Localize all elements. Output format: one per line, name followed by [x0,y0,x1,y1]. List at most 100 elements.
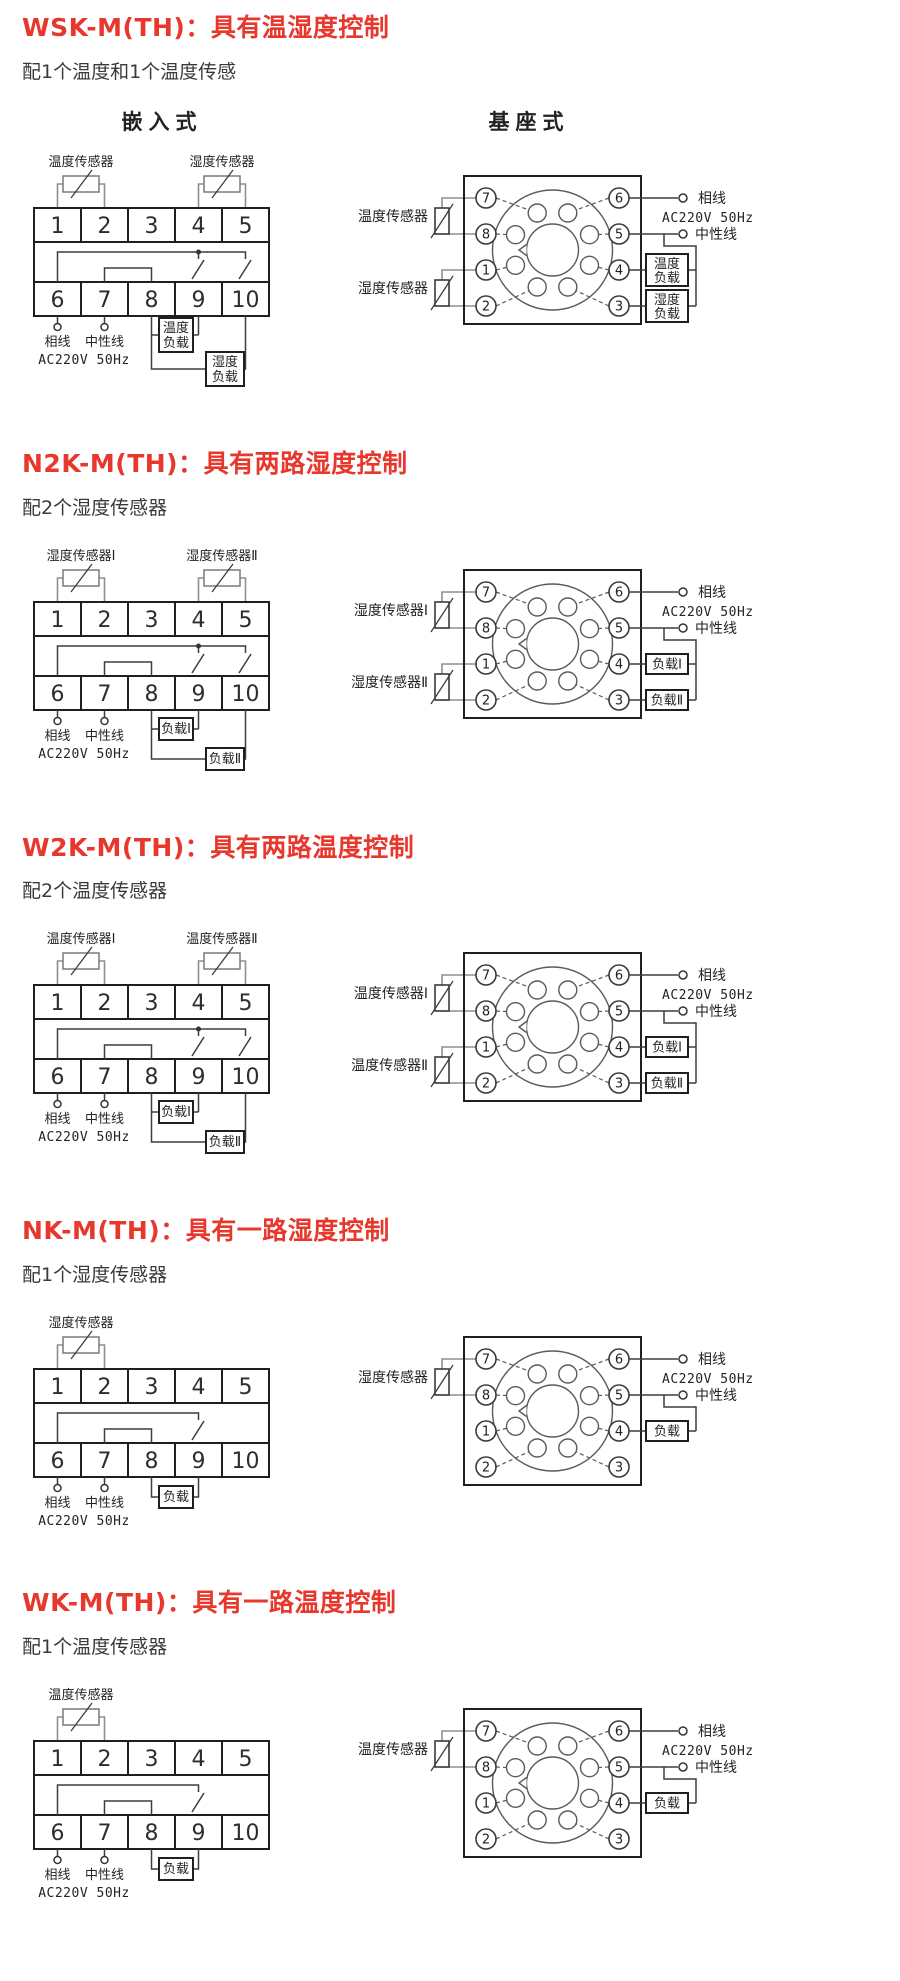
terminal-number: 3 [145,1747,159,1772]
base-wiring-svg: 温度传感器 [358,1707,754,1858]
load-box [158,316,194,353]
model-section: WSK-M(TH)：具有温湿度控制 配1个温度和1个温度传感 嵌入式 基座式 温… [22,13,900,400]
load-box [645,652,689,675]
diagrams-row: 温度传感器Ⅰ 温度传感器Ⅱ [22,925,900,1167]
power-terminal-pins [53,1093,109,1109]
terminal-number: 7 [98,288,112,313]
terminal-number: 7 [482,1353,490,1368]
load-label: 负载Ⅰ [652,1041,682,1056]
terminal-number: 8 [145,1449,159,1474]
phase-label: 相线 [44,335,70,350]
load-box [645,1036,689,1059]
jumper-wire [103,1044,153,1060]
load-box [645,688,689,711]
model-section: WK-M(TH)：具有一路温度控制 配1个温度传感器 温度传感器 [22,1588,900,1911]
neutral-label: 中性线 [695,1004,737,1020]
power-terminal-pins [53,709,109,725]
section-subtitle: 配1个温度和1个温度传感 [22,60,237,83]
base-diagram: 温度传感器 湿度传感器 [314,148,784,372]
terminal-number: 9 [192,288,206,313]
terminal-number: 8 [482,621,490,636]
section-subtitle: 配1个湿度传感器 [22,1264,168,1286]
switch-icon [191,653,205,673]
terminal-number: 2 [98,1375,112,1400]
terminal-number: 7 [98,1449,112,1474]
power-terminal-pins [53,315,109,331]
terminal-number: 3 [615,1461,623,1476]
load-label: 湿度 [654,292,680,308]
embedded-diagram: 温度传感器Ⅰ 温度传感器Ⅱ [22,925,302,1167]
terminal-number: 1 [51,214,65,239]
sensor-label: 温度传感器 [358,208,428,225]
terminal-number: 2 [482,1832,490,1847]
switch-icon [191,1792,205,1813]
terminal-number: 6 [51,682,65,707]
power-wiring [629,1726,697,1804]
terminal-number: 8 [145,1065,159,1090]
base-column-header: 基座式 [488,109,570,134]
power-label: AC220V 50Hz [662,605,754,620]
jumper-wire [103,1800,153,1815]
embedded-diagram: 湿度传感器Ⅰ 湿度传感器Ⅱ [22,542,302,784]
terminal-number: 10 [232,288,260,313]
sensor-label: 湿度传感器Ⅰ [47,548,116,564]
power-label: AC220V 50Hz [38,1886,130,1901]
load-box [645,1072,689,1095]
embedded-diagram: 湿度传感器 1 2 3 4 [22,1309,302,1539]
load-label: 负载 [654,1796,680,1811]
terminal-strip [33,206,270,317]
sensor-resistor-icon [430,590,476,632]
sensor-label: 温度传感器 [48,154,113,170]
neutral-label: 中性线 [85,1868,124,1883]
load-label: 负载Ⅱ [209,752,241,767]
load-label: 负载Ⅰ [652,657,682,672]
terminal-number: 9 [192,1065,206,1090]
section-subtitle: 配2个湿度传感器 [22,496,168,519]
socket-holes [505,1736,600,1830]
terminal-number: 4 [615,657,623,672]
terminal-number: 2 [98,214,112,239]
socket-holes [505,203,600,297]
pin-dashed-lines [495,197,610,307]
sensor-resistor-icon [56,563,106,602]
terminal-number: 8 [482,1760,490,1775]
socket-key-circle [525,1756,580,1810]
terminal-number: 1 [482,1796,490,1811]
terminal-number: 9 [192,682,206,707]
terminal-number: 3 [615,299,623,314]
load-wiring [150,1848,200,1881]
terminal-number: 5 [615,1389,623,1404]
power-wiring [629,586,697,701]
load-box [645,252,689,287]
terminal-number: 7 [482,1724,490,1739]
terminal-number: 6 [615,1353,623,1368]
terminal-number: 5 [239,991,253,1016]
terminal-number: 5 [239,1747,253,1772]
neutral-label: 中性线 [695,227,737,243]
jumper-wire [103,267,153,282]
base-wiring-svg: 湿度传感器 [358,1336,753,1486]
power-label: AC220V 50Hz [662,1744,754,1759]
load-label: 负载 [163,1490,189,1505]
load-label: 负载 [163,1862,189,1877]
terminal-number: 6 [51,1821,65,1846]
section-title: WSK-M(TH)：具有温湿度控制 [22,13,390,42]
load-label: 负载 [212,370,238,385]
sensor-resistor-icon [430,974,476,1016]
terminal-number: 8 [145,288,159,313]
load-wiring [150,315,247,387]
phase-label: 相线 [698,585,726,601]
terminal-number: 4 [615,1796,623,1811]
socket-outline [463,568,642,719]
terminal-number: 1 [51,991,65,1016]
pin-dashed-lines [495,1730,610,1840]
load-label: 温度 [654,256,680,272]
sensor-resistor-icon [197,946,247,986]
sensor-label: 温度传感器 [358,1741,428,1758]
socket-holes [505,980,600,1074]
terminal-number: 4 [192,1747,206,1772]
load-box [205,350,245,387]
diagrams-row: 温度传感器 湿度传感器 [22,148,900,400]
socket-key-notch [517,1404,527,1418]
